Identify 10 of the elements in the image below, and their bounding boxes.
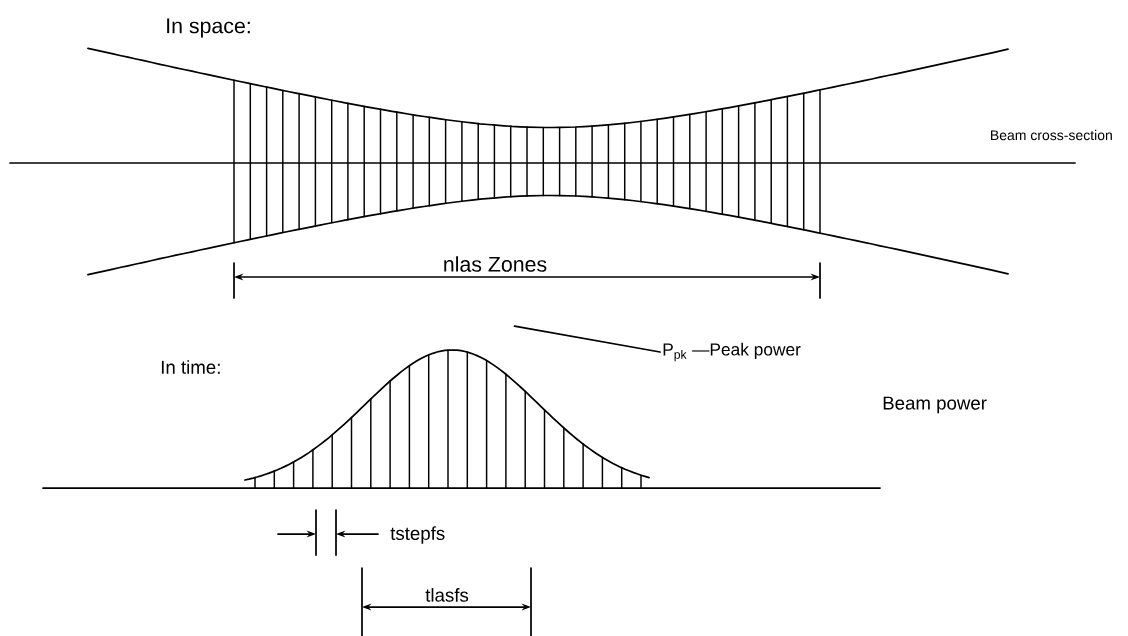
dimension-label: tlasfs — [425, 588, 469, 602]
beam-label: Beam power — [883, 396, 987, 414]
leader-line — [513, 325, 661, 353]
dimension-label: tstepfs — [390, 526, 445, 544]
peak-power-label: P$_{pk}$ —Peak power — [663, 342, 801, 362]
beam-label: Beam cross-section — [991, 129, 1112, 141]
section-label: In time: — [161, 360, 220, 374]
power-pulse-drawing — [244, 349, 650, 489]
section-label: In space: — [167, 18, 250, 38]
dimension-label: nlas Zones — [444, 256, 547, 272]
